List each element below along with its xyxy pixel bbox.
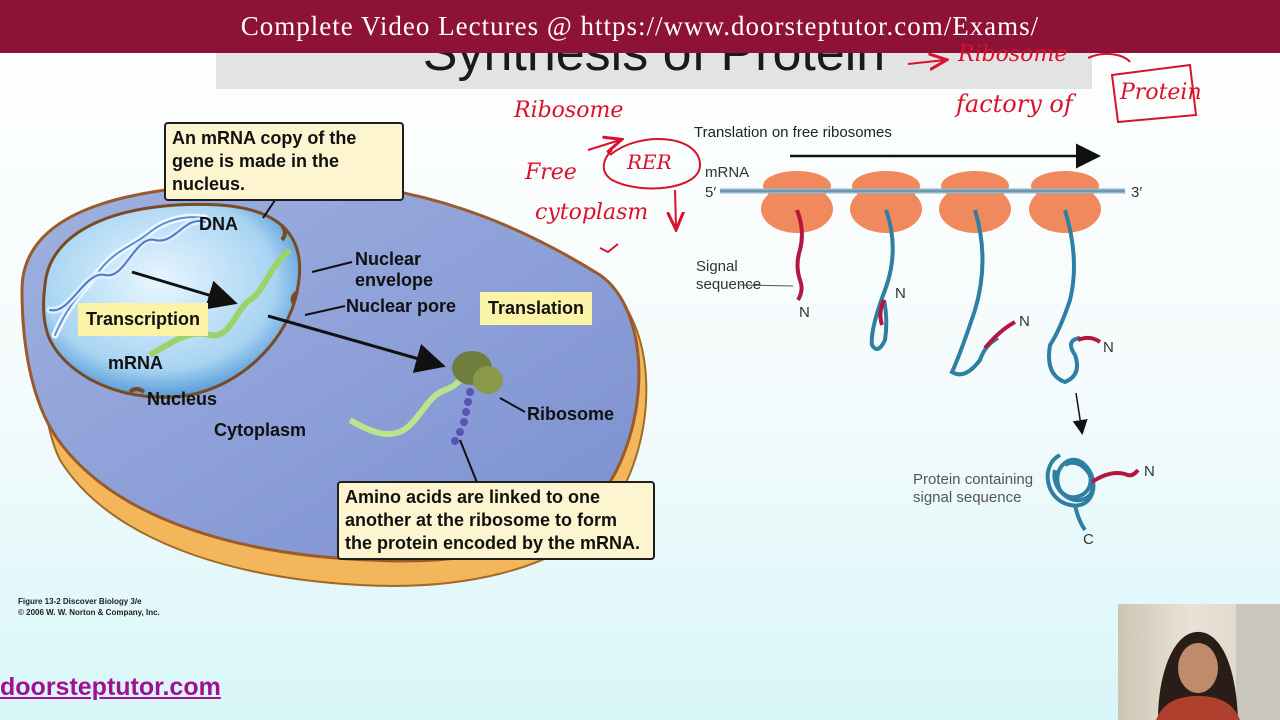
nuclear-pore xyxy=(128,387,146,394)
presenter-silhouette xyxy=(1156,604,1280,720)
tag-transcription: Transcription xyxy=(78,303,209,336)
label-mrna: mRNA xyxy=(108,353,164,373)
label-signal-sequence: Signal sequence xyxy=(696,258,762,293)
tag-translation: Translation xyxy=(480,292,593,325)
label-dna: DNA xyxy=(199,214,238,234)
leader-line xyxy=(304,305,346,316)
ink-protein: Protein xyxy=(1120,80,1202,105)
polypeptide-3 xyxy=(949,209,1000,377)
leader-line xyxy=(499,397,526,413)
label-n-terminus: N xyxy=(1103,339,1114,356)
ribosome-2 xyxy=(850,171,922,233)
label-five-prime: 5′ xyxy=(705,184,717,201)
handwritten-annotations xyxy=(587,54,1198,254)
translation-arrow xyxy=(267,314,446,373)
label-nuclear-envelope: Nuclear envelope xyxy=(355,249,434,290)
fold-arrow xyxy=(1072,392,1088,435)
label-ribosome: Ribosome xyxy=(527,404,615,424)
protein-box xyxy=(1110,63,1198,124)
nucleus xyxy=(42,202,302,399)
watermark: doorsteptutor.com xyxy=(0,673,221,701)
ribosome-4 xyxy=(1029,171,1101,233)
label-n-terminus: N xyxy=(1019,313,1030,330)
polypeptide-4 xyxy=(1047,209,1081,385)
callout-transcription: An mRNA copy of the gene is made in the … xyxy=(164,122,404,201)
label-nuclear-pore: Nuclear pore xyxy=(346,296,457,316)
slide-title-bar: Synthesis of Protein xyxy=(216,53,1092,89)
rer-circle xyxy=(602,138,702,190)
mrna-strand xyxy=(148,247,292,358)
ribosome-3 xyxy=(939,171,1011,233)
ink-factory-of: factory of xyxy=(956,90,1073,118)
dna-helix xyxy=(46,213,209,339)
credit-line-2: © 2006 W. W. Norton & Company, Inc. xyxy=(18,608,160,617)
leader-line xyxy=(311,261,353,273)
credit-line-1: Figure 13-2 Discover Biology 3/e xyxy=(18,597,142,606)
translation-diagram-title: Translation on free ribosomes xyxy=(694,124,892,141)
label-n-terminus: N xyxy=(799,304,810,321)
label-c-terminus: C xyxy=(1083,531,1094,548)
ribosome-1 xyxy=(761,171,833,233)
lecture-banner: Complete Video Lectures @ https://www.do… xyxy=(0,0,1280,53)
translation-diagram xyxy=(720,143,1140,532)
label-n-terminus: N xyxy=(1144,463,1155,480)
callout-translation: Amino acids are linked to one another at… xyxy=(337,481,655,560)
label-mrna-strand: mRNA xyxy=(705,164,750,181)
callout-pointer xyxy=(459,439,479,486)
ink-arrow-ribosome: Ribosome xyxy=(958,42,1068,67)
ink-free: Free xyxy=(525,160,577,185)
polypeptide-1 xyxy=(795,209,804,302)
label-cytoplasm: Cytoplasm xyxy=(214,420,307,440)
label-nucleus: Nucleus xyxy=(147,389,218,409)
polypeptide-2 xyxy=(869,209,895,351)
label-three-prime: 3′ xyxy=(1131,184,1143,201)
nuclear-pore xyxy=(290,290,299,305)
nuclear-pore xyxy=(280,224,287,242)
folded-protein xyxy=(1045,453,1096,532)
figure-credit: Figure 13-2 Discover Biology 3/e © 2006 … xyxy=(18,596,160,618)
ink-rer: RER xyxy=(627,150,672,174)
cell-ribosome xyxy=(451,351,503,445)
presenter-webcam xyxy=(1118,604,1280,720)
transcription-arrow xyxy=(131,270,238,310)
slide-title: Synthesis of Protein xyxy=(422,53,886,82)
ink-ribosome: Ribosome xyxy=(514,98,624,123)
ink-cytoplasm: cytoplasm xyxy=(535,200,649,225)
label-protein-signal: Protein containing signal sequence xyxy=(913,471,1034,506)
label-n-terminus: N xyxy=(895,285,906,302)
